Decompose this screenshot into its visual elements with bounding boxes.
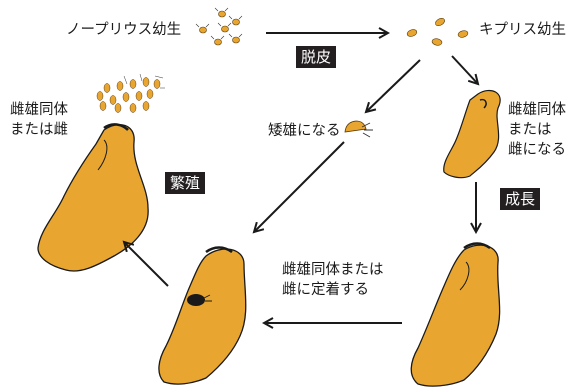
tag-breeding: 繁殖: [165, 172, 206, 194]
arrow-cypris-to-dwarf-male: [366, 59, 421, 112]
label-line: 雌に定着する: [282, 282, 369, 298]
cycle-arrows: [124, 33, 478, 323]
dwarf-male-illustration: [344, 120, 373, 138]
label-line: 雌になる: [508, 142, 566, 158]
arrow-settled-to-adult: [124, 242, 169, 287]
label-dwarf-male: 矮雄になる: [268, 123, 341, 139]
label-cypris: キプリス幼生: [479, 22, 566, 38]
label-settles: 雌雄同体または 雌に定着する: [282, 260, 384, 300]
nauplius-larvae: [195, 7, 243, 46]
barnacle-juvenile: [443, 89, 501, 179]
arrow-cypris-to-juvenile: [451, 55, 478, 84]
label-nauplius: ノープリウス幼生: [66, 22, 182, 38]
tag-growth: 成長: [500, 188, 541, 210]
tag-molt: 脱皮: [296, 46, 337, 68]
arrow-dwarf-male-to-settled: [254, 141, 345, 232]
label-line: 雌雄同体: [508, 102, 566, 118]
barnacle-settled-center: [158, 246, 247, 385]
label-line: または: [508, 122, 552, 138]
label-line: 雌雄同体: [10, 102, 68, 118]
barnacle-adult-left: [37, 123, 149, 272]
label-adult-herm-or-female: 雌雄同体 または雌: [10, 100, 68, 140]
label-becomes-herm-or-female: 雌雄同体 または 雌になる: [508, 100, 566, 160]
barnacle-grown-right: [410, 242, 501, 387]
label-line: または雌: [10, 122, 68, 138]
gametes-cluster: [96, 73, 165, 113]
cypris-larvae: [406, 17, 469, 46]
label-line: 雌雄同体または: [282, 262, 384, 278]
